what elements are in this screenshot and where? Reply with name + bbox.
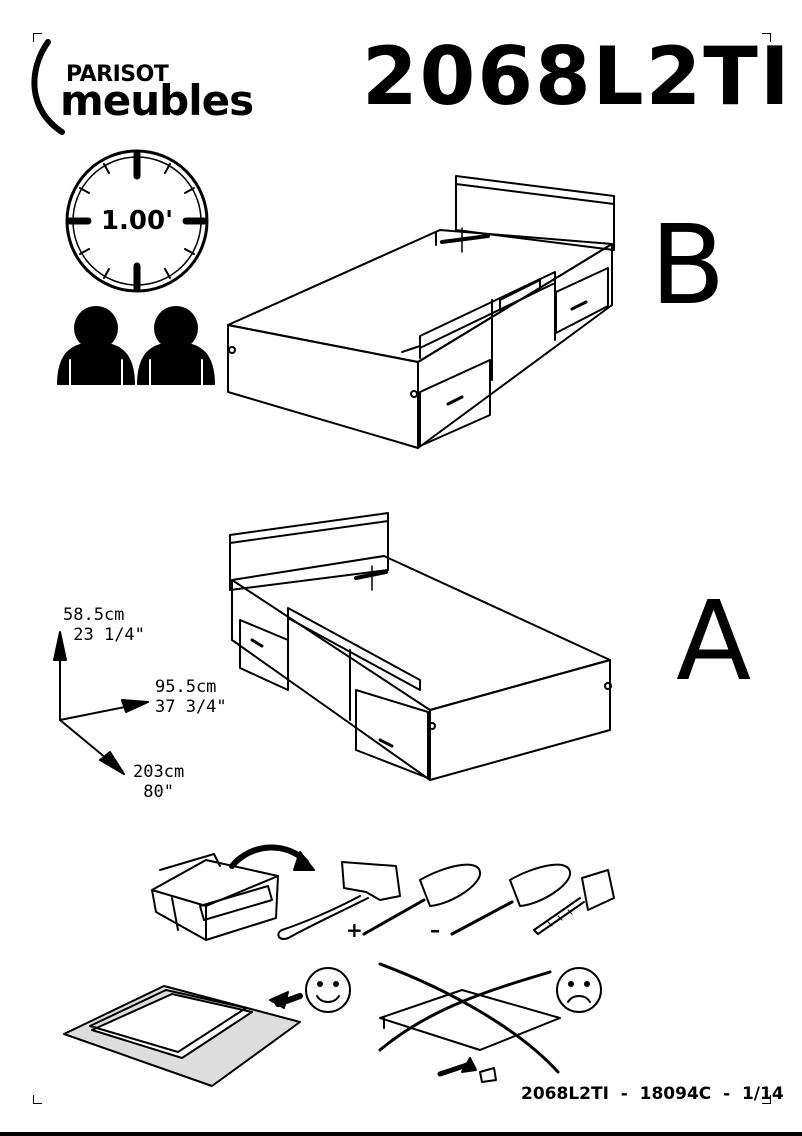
flat-sign: – [430, 918, 440, 942]
length-cm: 203cm [133, 762, 185, 782]
model-code-title: 2068L2TI [362, 30, 792, 123]
width-in: 37 3/4" [155, 696, 227, 717]
arrow-icon [229, 844, 309, 869]
logo-arc [31, 39, 65, 135]
bed-drawing-b [227, 175, 615, 449]
smiley-sad-icon [556, 967, 602, 1013]
person-icon [137, 306, 215, 385]
width-cm: 95.5cm [155, 677, 217, 697]
brand-logo-top: PARISOT [66, 62, 169, 87]
hammer-icon [277, 861, 401, 940]
bottom-border [0, 1132, 802, 1136]
phillips-sign: + [346, 918, 363, 942]
dimension-length: 203cm 80" [133, 762, 185, 802]
toolbox-icon [151, 853, 279, 941]
crop-mark-bottom-right [762, 1095, 771, 1104]
phillips-screwdriver-icon [362, 863, 481, 936]
crop-mark-top-left [33, 33, 42, 42]
height-in: 23 1/4" [73, 624, 145, 645]
assembly-time-label: 1.00' [100, 206, 174, 236]
page-reference: 2068L2TI - 18094C - 1/14 [521, 1084, 784, 1104]
smiley-happy-icon [305, 967, 351, 1013]
length-in: 80" [143, 781, 174, 802]
view-label-b: B [650, 201, 726, 329]
view-label-a: A [676, 577, 752, 705]
flat-screwdriver-icon [450, 863, 571, 936]
dimension-axes [53, 631, 149, 775]
tape-measure-icon [533, 869, 615, 935]
person-icon [57, 306, 135, 385]
clock-icon [65, 149, 209, 293]
crop-mark-bottom-left [33, 1095, 42, 1104]
height-cm: 58.5cm [63, 605, 125, 625]
brand-logo-bottom: meubles [60, 76, 254, 125]
dimension-height: 58.5cm 23 1/4" [63, 605, 145, 645]
panel-on-rug-good [63, 985, 303, 1087]
bed-drawing-a [229, 512, 612, 781]
panel-on-floor-bad [378, 962, 561, 1083]
crop-mark-top-right [762, 33, 771, 42]
